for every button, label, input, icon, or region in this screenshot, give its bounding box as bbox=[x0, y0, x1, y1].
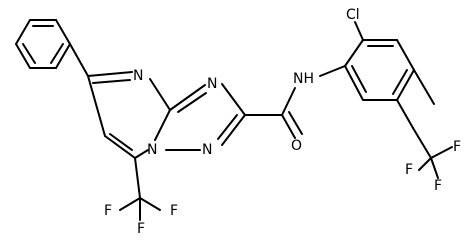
carbonyl-o-bond bbox=[281, 114, 296, 139]
atom-cl: Cl bbox=[346, 7, 360, 23]
atom-f: F bbox=[405, 162, 413, 178]
atom-n-pyrimidine: N bbox=[133, 68, 143, 84]
c7-c6-bond bbox=[104, 135, 136, 159]
c2-n3-bond bbox=[221, 114, 246, 146]
carbonyl-nh-bond bbox=[281, 87, 296, 116]
n1-c2-bond bbox=[221, 83, 246, 116]
atom-f: F bbox=[104, 203, 112, 219]
atom-f: F bbox=[137, 221, 145, 237]
phenyl-double-bond bbox=[50, 43, 64, 64]
phenyl-bond bbox=[15, 43, 31, 69]
atom-n-triazole-bridge: N bbox=[147, 142, 157, 158]
bonds bbox=[15, 19, 453, 221]
c6-c5-bond bbox=[87, 75, 106, 137]
aryl-bond bbox=[344, 39, 364, 67]
cf3-f-bond bbox=[430, 157, 439, 179]
atom-f: F bbox=[170, 203, 178, 219]
cf3-f-bond bbox=[119, 197, 141, 211]
aryl-double-bond bbox=[392, 69, 408, 95]
atom-amide-o: O bbox=[291, 138, 302, 154]
atom-f: F bbox=[453, 139, 461, 155]
atom-f: F bbox=[434, 178, 442, 194]
c5-n4-double-bond bbox=[92, 79, 131, 84]
c3a-n1-bond bbox=[169, 84, 206, 111]
carbonyl-o-double-bond bbox=[288, 111, 303, 135]
cf3-f-bond bbox=[418, 157, 432, 171]
aryl-bond bbox=[396, 39, 415, 71]
phenyl-bond bbox=[55, 19, 71, 45]
aryl-bond bbox=[344, 65, 364, 101]
aryl-bond bbox=[396, 69, 415, 101]
aryl-cf3-bond-a bbox=[396, 99, 414, 129]
cf3-c-bond bbox=[412, 127, 432, 159]
atom-n-triazole-upper: N bbox=[207, 76, 217, 92]
phenyl-c5-bond bbox=[69, 43, 89, 77]
phenyl-bond bbox=[55, 43, 71, 69]
atom-amide-nh: NH bbox=[293, 71, 314, 87]
c7-c6-double-bond bbox=[109, 133, 133, 151]
c7-cf3-bond bbox=[134, 157, 141, 199]
aryl-cl-bond bbox=[354, 21, 364, 41]
c5-n4-bond bbox=[87, 71, 133, 77]
aryl-cf3-bond bbox=[413, 69, 435, 105]
aryl-double-bond bbox=[351, 65, 367, 93]
c3a-n8-bond bbox=[154, 109, 171, 141]
n8-c7-bond bbox=[134, 149, 149, 159]
cf3-f-bond bbox=[139, 197, 161, 211]
c2-n3-double-bond bbox=[217, 114, 238, 140]
atom-n-triazole-lower: N bbox=[202, 142, 212, 158]
phenyl-double-bond bbox=[22, 43, 36, 64]
atom-labels: N N N N NH O Cl F F F F F F bbox=[104, 7, 461, 237]
phenyl-bond bbox=[15, 19, 31, 45]
c3a-n1-double-bond bbox=[177, 92, 207, 113]
nh-aryl-bond bbox=[319, 65, 346, 77]
n4-c3a-bond bbox=[149, 78, 171, 111]
cf3-f-bond bbox=[430, 146, 453, 159]
